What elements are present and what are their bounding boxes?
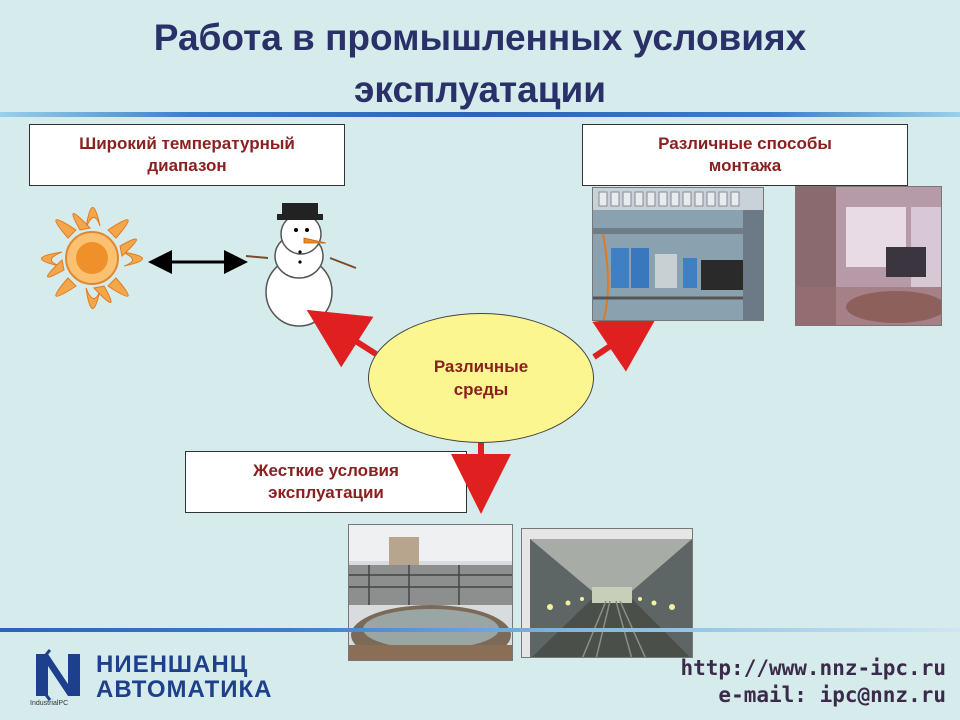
office-interior-photo [795, 186, 942, 326]
harsh-box-line1: Жесткие условия [253, 461, 399, 480]
slide-title: Работа в промышленных условиях эксплуата… [60, 12, 900, 116]
arrow-to-temperature [306, 309, 378, 368]
harsh-box-line2: эксплуатации [268, 483, 384, 502]
water-treatment-photo [348, 524, 513, 661]
mounting-box-line2: монтажа [708, 156, 782, 175]
company-logo-icon [36, 648, 80, 701]
arrow-to-mounting [592, 313, 659, 372]
mounting-box-line1: Различные способы [658, 134, 832, 153]
ellipse-line2: среды [453, 380, 509, 399]
logo-subtitle: IndustrialPC [30, 700, 69, 707]
company-name-line2: АВТОМАТИКА [96, 676, 273, 703]
control-cabinet-photo [592, 187, 764, 321]
company-name-line1: НИЕНШАНЦ [96, 651, 249, 678]
temperature-range-box: Широкий температурный диапазон [29, 124, 345, 186]
bottom-divider [0, 628, 960, 632]
harsh-conditions-box: Жесткие условия эксплуатации [185, 451, 467, 513]
environments-ellipse: Различные среды [368, 313, 594, 443]
contact-info: http://www.nnz-ipc.ru e-mail: ipc@nnz.ru [680, 655, 946, 709]
temperature-box-line2: диапазон [147, 156, 227, 175]
email-address[interactable]: e-mail: ipc@nnz.ru [718, 683, 946, 707]
slide-title-line1: Работа в промышленных условиях [153, 17, 807, 58]
temperature-box-line1: Широкий температурный [79, 134, 295, 153]
tunnel-photo [521, 528, 693, 658]
top-divider [0, 112, 960, 117]
ellipse-line1: Различные [433, 357, 529, 376]
slide-title-line2: эксплуатации [353, 69, 606, 110]
website-url[interactable]: http://www.nnz-ipc.ru [680, 656, 946, 680]
mounting-methods-box: Различные способы монтажа [582, 124, 908, 186]
company-name: НИЕНШАНЦ АВТОМАТИКА [96, 652, 273, 702]
snowman-icon [245, 203, 357, 327]
sun-icon [41, 207, 143, 309]
